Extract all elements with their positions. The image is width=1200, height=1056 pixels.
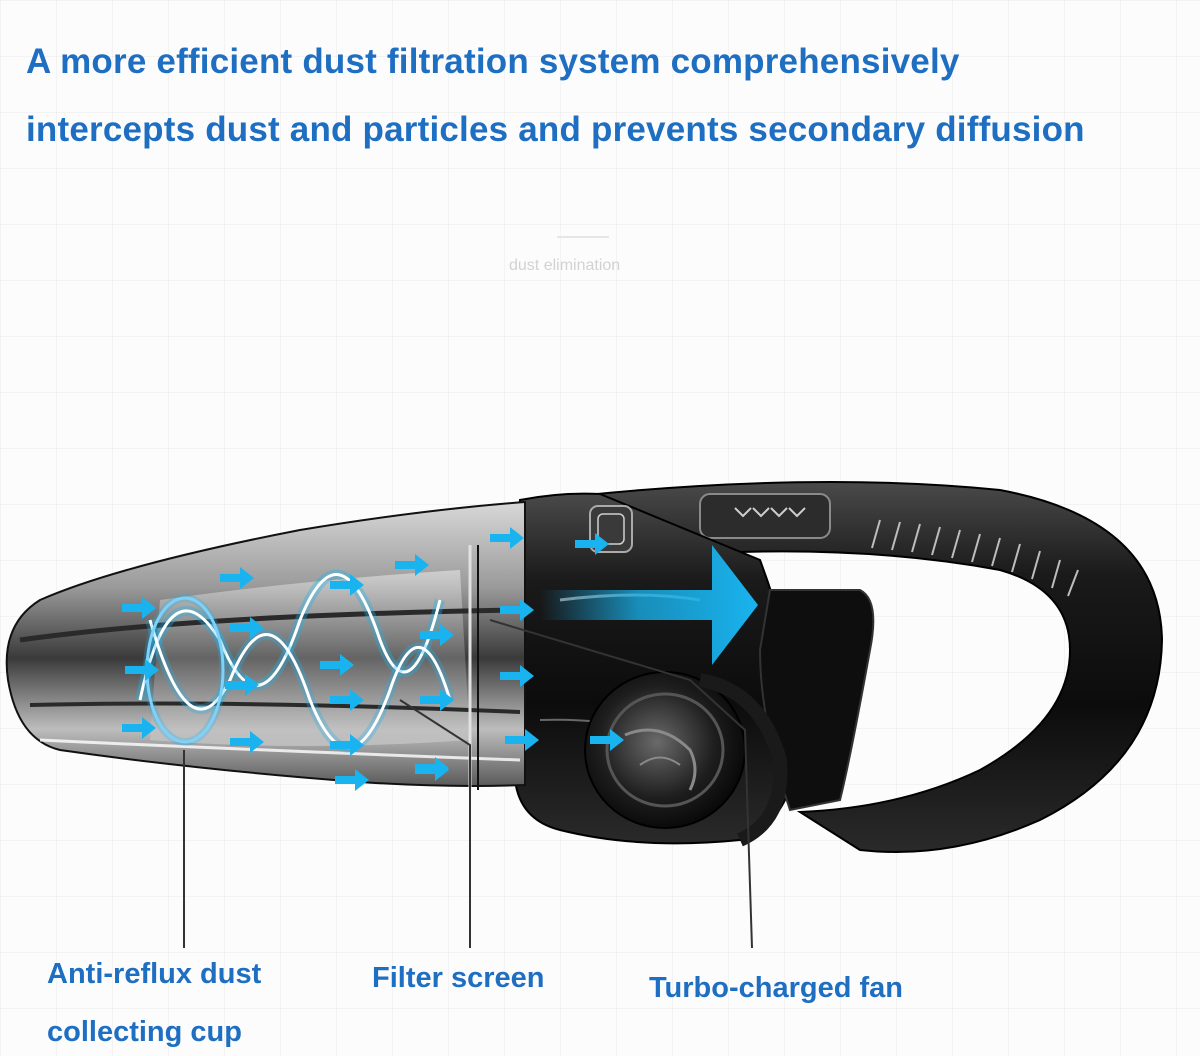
airflow-arrows <box>122 527 624 791</box>
airflow-arrow-icon <box>500 599 534 621</box>
faint-caption: dust elimination <box>509 257 621 274</box>
label-filter-screen: Filter screen <box>372 962 545 994</box>
airflow-arrow-icon <box>125 659 159 681</box>
grip-ribs <box>871 519 1079 597</box>
leader-line-turbo-fan <box>489 619 753 949</box>
airflow-arrow-icon <box>330 689 364 711</box>
airflow-arrow-icon <box>490 527 524 549</box>
headline-line-2: intercepts dust and particles and preven… <box>26 110 1085 149</box>
airflow-arrow-icon <box>122 597 156 619</box>
airflow-arrow-icon <box>320 654 354 676</box>
headline-line-1: A more efficient dust filtration system … <box>26 42 960 81</box>
airflow-arrow-icon <box>330 734 364 756</box>
label-dust-cup-line-2: collecting cup <box>47 1016 242 1048</box>
airflow-arrow-icon <box>330 574 364 596</box>
faint-divider <box>557 236 609 238</box>
leader-line-filter-screen <box>399 699 471 948</box>
airflow-arrow-icon <box>575 533 609 555</box>
airflow-arrow-icon <box>590 729 624 751</box>
airflow-arrow-icon <box>230 731 264 753</box>
airflow-arrow-icon <box>335 769 369 791</box>
airflow-arrow-icon <box>225 674 259 696</box>
airflow-arrow-icon <box>122 717 156 739</box>
airflow-arrow-icon <box>420 624 454 646</box>
airflow-arrow-icon <box>220 567 254 589</box>
airflow-arrow-icon <box>420 689 454 711</box>
airflow-arrow-icon <box>230 617 264 639</box>
dust-cup-nozzle <box>5 500 526 790</box>
leader-lines <box>183 619 753 949</box>
label-dust-cup-line-1: Anti-reflux dust <box>47 958 262 990</box>
vacuum-cutaway-illustration <box>5 481 1164 949</box>
airflow-arrow-icon <box>500 665 534 687</box>
label-turbo-fan: Turbo-charged fan <box>649 972 904 1004</box>
spiral-airflow-icon <box>135 569 455 753</box>
big-airflow-arrow-icon <box>540 545 758 665</box>
airflow-arrow-icon <box>415 759 449 781</box>
airflow-arrow-icon <box>505 729 539 751</box>
airflow-arrow-icon <box>395 554 429 576</box>
